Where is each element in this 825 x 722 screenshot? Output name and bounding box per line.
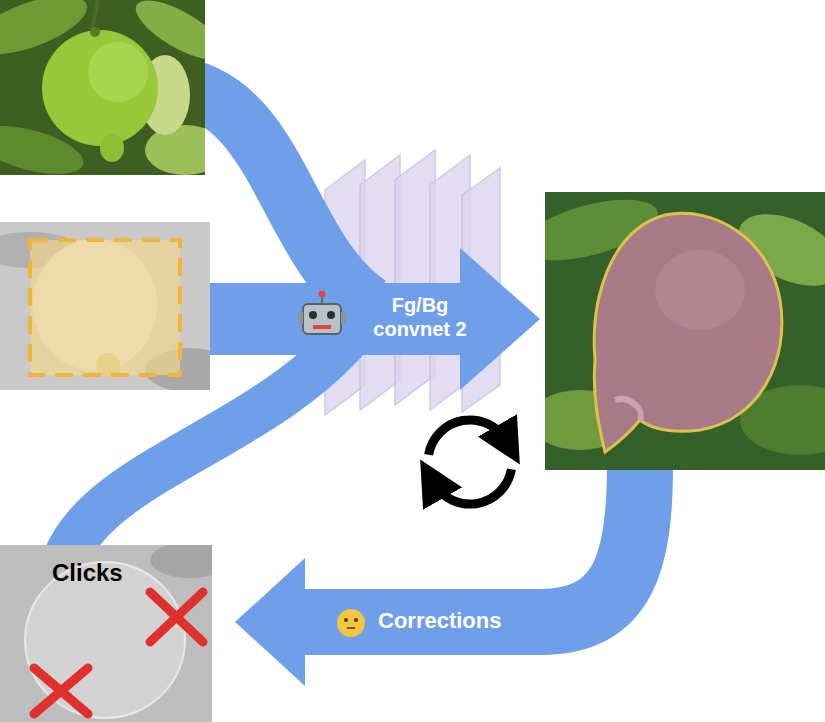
click-mark xyxy=(34,668,88,714)
correction-arrow xyxy=(300,465,640,622)
robot-icon xyxy=(303,304,341,334)
cycle-symbol xyxy=(434,469,512,504)
input-photo xyxy=(42,30,158,146)
input-photo xyxy=(100,134,124,162)
click-mark xyxy=(150,592,203,642)
user-icon xyxy=(344,618,348,622)
input-photo xyxy=(145,125,205,175)
robot-icon xyxy=(298,312,303,324)
robot-icon xyxy=(313,325,331,329)
node-label: Clicks xyxy=(52,559,123,588)
robot-icon xyxy=(298,291,346,335)
click-mark xyxy=(34,668,88,714)
arrow-label: Fg/Bg convnet 2 xyxy=(368,293,472,341)
input-photo xyxy=(92,0,98,30)
robot-icon xyxy=(319,291,326,298)
output-photo xyxy=(545,192,825,470)
robot-icon xyxy=(309,311,317,319)
cycle-symbol xyxy=(429,420,507,455)
correction-arrow xyxy=(235,558,305,686)
arrow-label: Corrections xyxy=(378,608,501,634)
clicks-photo xyxy=(150,545,212,578)
cycle-symbol xyxy=(429,420,512,504)
box-prompt-photo xyxy=(30,240,180,375)
user-icon xyxy=(337,609,365,637)
output-photo xyxy=(594,213,782,452)
output-photo xyxy=(655,250,745,330)
robot-icon xyxy=(341,312,346,324)
output-photo xyxy=(615,399,641,420)
flow-arrow xyxy=(65,335,350,560)
input-photo xyxy=(90,27,100,37)
box-prompt-photo xyxy=(0,222,210,390)
correction-arrow xyxy=(235,465,640,686)
network-layers xyxy=(395,150,435,405)
user-icon xyxy=(354,618,358,622)
clicks-photo xyxy=(0,545,212,722)
user-icon xyxy=(347,627,355,629)
image-node: Clicks xyxy=(0,545,212,722)
input-photo xyxy=(88,42,148,102)
input-photo xyxy=(0,0,205,175)
box-prompt-photo xyxy=(0,222,210,390)
user-icon xyxy=(337,609,365,637)
click-mark xyxy=(150,592,203,642)
flow-arrow xyxy=(460,248,540,390)
flow-arrow xyxy=(205,248,540,390)
robot-icon xyxy=(327,311,335,319)
click-mark xyxy=(34,592,203,714)
